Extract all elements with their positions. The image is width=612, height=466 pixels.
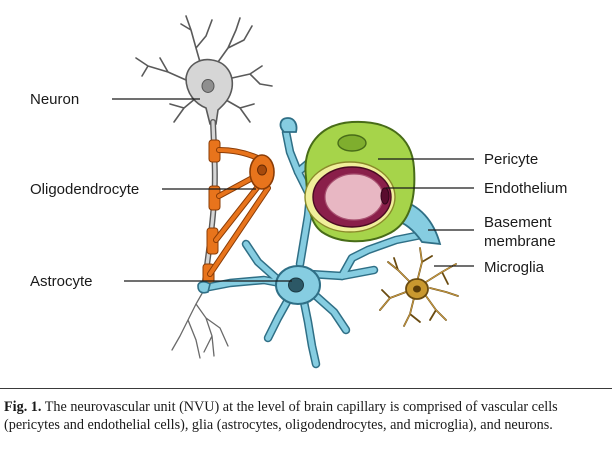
oligodendrocyte-nucleus	[257, 164, 267, 176]
caption-text: The neurovascular unit (NVU) at the leve…	[4, 399, 558, 433]
capillary	[304, 120, 416, 243]
label-endothelium: Endothelium	[484, 180, 567, 197]
endothelial-nucleus	[380, 187, 390, 205]
neuron-cell	[135, 15, 273, 359]
label-basement-line1: Basement	[484, 214, 552, 231]
oligodendrocyte-cell	[202, 139, 275, 289]
label-astrocyte: Astrocyte	[30, 273, 93, 290]
caption-label: Fig. 1.	[4, 399, 42, 415]
nvu-diagram: Neuron Oligodendrocyte Astrocyte Pericyt…	[30, 15, 567, 369]
caption-divider	[0, 388, 612, 389]
leader-lines	[112, 98, 474, 282]
neuron-nucleus	[201, 79, 215, 93]
label-basement-line2: membrane	[484, 233, 556, 250]
axon-terminals	[171, 289, 229, 359]
astrocyte-nucleus	[288, 277, 304, 293]
label-pericyte: Pericyte	[484, 151, 538, 168]
microglia-nucleus	[413, 285, 421, 293]
label-neuron: Neuron	[30, 91, 79, 108]
figure-caption: Fig. 1. The neurovascular unit (NVU) at …	[4, 398, 608, 434]
label-microglia: Microglia	[484, 259, 545, 276]
capillary-lumen	[324, 173, 384, 221]
pericyte-nucleus	[337, 134, 367, 152]
oligodendrocyte-processes	[207, 147, 271, 277]
neuron-dendrites	[135, 15, 273, 123]
label-oligodendrocyte: Oligodendrocyte	[30, 181, 139, 198]
microglia-cell	[379, 247, 459, 327]
labels: Neuron Oligodendrocyte Astrocyte Pericyt…	[30, 91, 567, 290]
